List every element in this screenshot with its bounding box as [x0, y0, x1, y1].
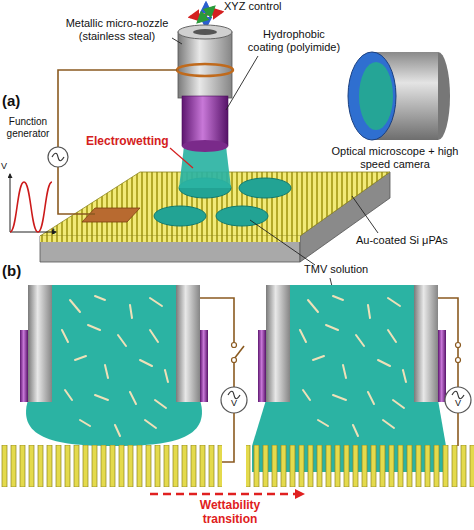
- ac-waveform: [10, 182, 52, 232]
- polyimide-coating: [438, 330, 446, 402]
- wire: [200, 298, 234, 343]
- leader-line: [172, 38, 182, 44]
- panel-label: (a): [2, 92, 36, 109]
- micropillar-array: [0, 445, 222, 487]
- nozzle-wall: [28, 285, 52, 402]
- lens-rim: [348, 52, 396, 140]
- nozzle-bore: [193, 29, 217, 35]
- polyimide-coating: [20, 330, 28, 402]
- polyimide-coating: [200, 330, 208, 402]
- transition-arrow: [150, 493, 303, 496]
- switch-contact: [232, 343, 237, 348]
- part-label: TMV solution: [304, 263, 388, 276]
- wire: [438, 298, 458, 343]
- part-label: Hydrophobic coating (polyimide): [244, 28, 344, 53]
- polyimide-coating: [258, 330, 266, 402]
- switch-contact: [232, 358, 237, 363]
- nozzle-top: [178, 25, 232, 39]
- tmv-spot: [216, 206, 268, 226]
- leader-line: [170, 148, 193, 168]
- micropillar-array: [246, 445, 474, 487]
- graph-axis: [10, 232, 56, 233]
- leader-line: [226, 56, 258, 110]
- sine-symbol: [452, 391, 464, 399]
- leader-line: [352, 196, 378, 233]
- source-label: V: [228, 398, 240, 408]
- wire: [233, 362, 235, 387]
- switch-contact: [456, 343, 461, 348]
- tmv-spot: [239, 178, 291, 198]
- electrode-pad: [82, 208, 140, 222]
- ac-source-symbol: [48, 147, 68, 167]
- sine-symbol: [52, 153, 64, 161]
- nozzle-wall: [414, 285, 438, 402]
- tmv-spot: [154, 206, 206, 226]
- source-label: V: [452, 398, 464, 408]
- nozzle-wall: [176, 285, 200, 402]
- metal-nozzle: [178, 32, 232, 98]
- switch-contact: [456, 358, 461, 363]
- panel-label: (b): [2, 262, 36, 279]
- tmv-rods: [62, 296, 168, 436]
- y-axis-arrow: [198, 7, 214, 22]
- pillar-edge: [40, 236, 300, 242]
- part-label: Metallic micro-nozzle (stainless steal): [58, 17, 176, 42]
- coating-bottom: [182, 140, 228, 152]
- wire-ring: [177, 64, 233, 76]
- graph-axis: [10, 174, 11, 232]
- callout-label: Electrowetting: [86, 135, 176, 149]
- polyimide-coating: [182, 96, 228, 146]
- leader-line: [250, 220, 315, 265]
- ac-source-symbol: [221, 387, 247, 413]
- switch-lever: [234, 346, 244, 359]
- wire: [222, 413, 234, 462]
- nozzle-wall: [266, 285, 290, 402]
- sine-symbol: [228, 391, 240, 399]
- lens: [359, 62, 393, 130]
- droplet: [26, 400, 202, 446]
- switch-lever: [457, 347, 459, 358]
- part-label: Optical microscope + high speed camera: [320, 145, 470, 170]
- callout-label: Wettability transition: [172, 499, 288, 527]
- axis-label: V: [1, 161, 11, 171]
- substrate-front: [40, 236, 300, 262]
- wire: [58, 167, 95, 214]
- axis-label: t: [52, 226, 62, 236]
- wire: [457, 413, 459, 446]
- part-label: Au-coated Si μPAs: [356, 234, 472, 247]
- wire: [457, 362, 459, 387]
- ac-source-symbol: [445, 387, 471, 413]
- part-label: XYZ control: [224, 0, 304, 13]
- tmv-rods: [300, 296, 406, 436]
- liquid-bridge: [179, 146, 231, 188]
- part-label: Function generator: [0, 116, 56, 139]
